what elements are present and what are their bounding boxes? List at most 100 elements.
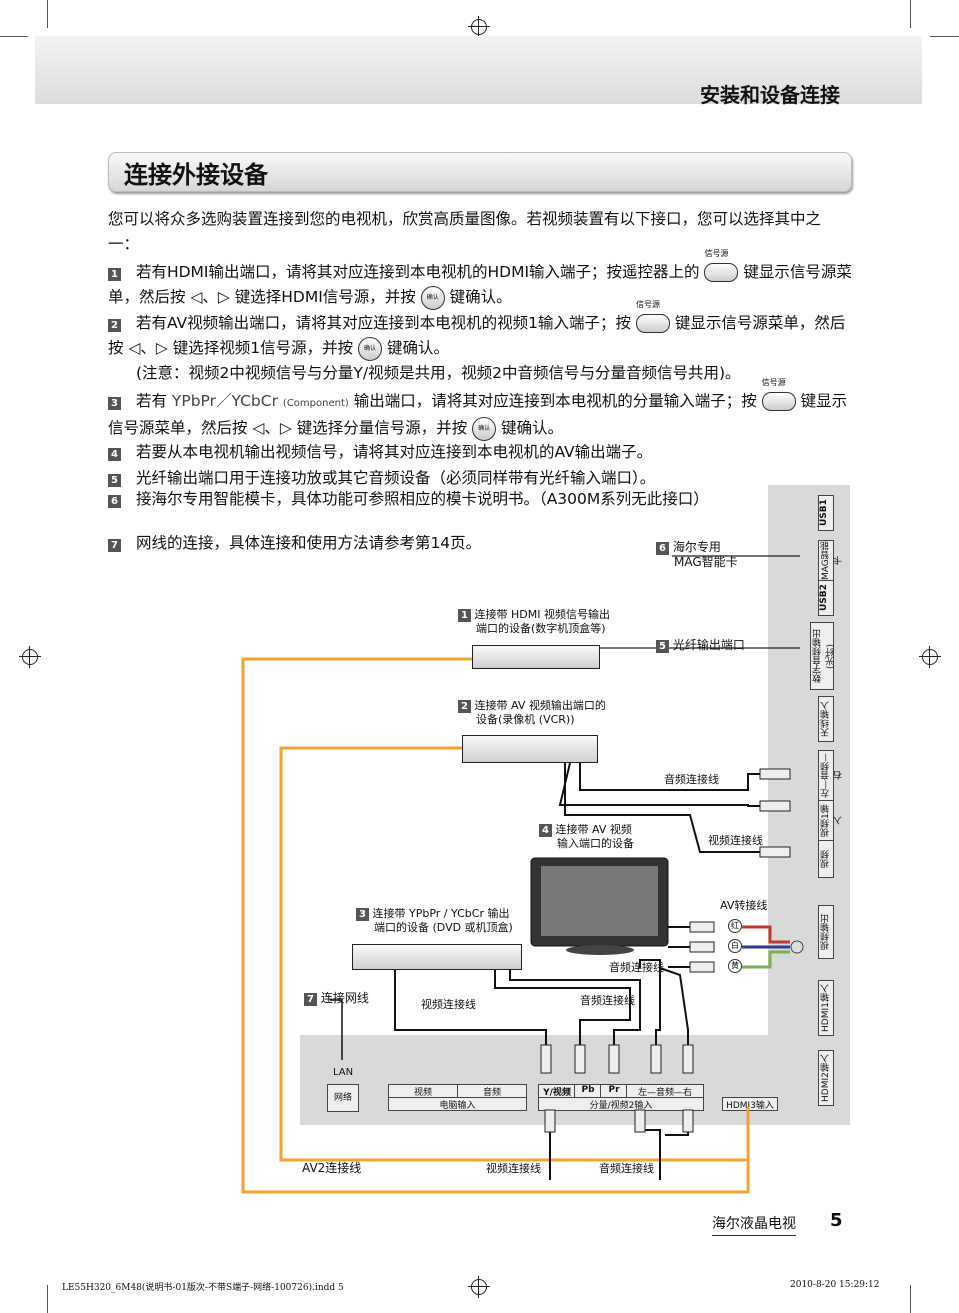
item-text: 光纤输出端口用于连接功放或其它音频设备（必须同样带有光纤输入端口）。 xyxy=(135,469,656,487)
audio-cable-label: 音频连接线 xyxy=(609,961,664,974)
av-cable-red xyxy=(742,925,790,944)
rca-plug-icon xyxy=(682,1109,694,1133)
dvd-player-icon xyxy=(352,944,522,970)
rca-plug-icon xyxy=(689,941,715,953)
title-bar xyxy=(108,152,852,192)
audio-cable-line xyxy=(579,763,760,791)
ok-button-icon: 确认 xyxy=(358,336,383,361)
crop-mark xyxy=(47,1285,48,1313)
caption-4: 4 连接带 AV 视频输入端口的设备 xyxy=(539,823,634,851)
rca-plug-icon xyxy=(540,1044,552,1074)
item-text: 若有HDMI输出端口，请将其对应连接到本电视机的HDMI输入端子；按遥控器上的 xyxy=(135,263,700,281)
rca-plug-icon xyxy=(689,961,715,973)
ok-button-icon: 确认 xyxy=(420,285,445,310)
item-text: 键选择视频1信号源，并按 xyxy=(172,339,354,357)
arrow-keys-icon: ◁、▷ xyxy=(128,339,168,357)
item-note: (注意：视频2中视频信号与分量Y/视频是共用，视频2中音频信号与分量音频信号共用… xyxy=(136,364,741,382)
registration-mark-icon xyxy=(468,1276,490,1298)
component-label: YPbPr／YCbCr xyxy=(171,392,278,410)
video-cable-line xyxy=(564,763,760,853)
rca-plug-icon xyxy=(650,1044,662,1074)
rca-plug-icon xyxy=(759,846,791,858)
crop-mark xyxy=(910,0,911,28)
yellow-marker: 黄 xyxy=(728,959,742,973)
pc-input-label: 电脑输入 xyxy=(388,1097,527,1111)
item-number: 7 xyxy=(108,539,121,552)
list-item: 6 接海尔专用智能模卡，具体功能可参照相应的模卡说明书。（A300M系列无此接口… xyxy=(108,488,748,510)
item-text: 键选择分量信号源，并按 xyxy=(296,419,468,437)
caption-7: 7 连接网线 xyxy=(304,991,369,1006)
crop-mark xyxy=(910,1285,911,1313)
crop-mark xyxy=(47,0,48,28)
item-text: 若有AV视频输出端口，请将其对应连接到本电视机的视频1输入端子；按 xyxy=(135,314,632,332)
list-item: 4 若要从本电视机输出视频信号，请将其对应连接到本电视机的AV输出端子。 xyxy=(108,440,853,465)
arrow-keys-icon: ◁、▷ xyxy=(252,419,292,437)
registration-mark-icon xyxy=(19,646,41,668)
caption-2: 2 连接带 AV 视频输出端口的设备(录像机 (VCR)) xyxy=(458,699,606,727)
network-port: 网络 xyxy=(327,1084,359,1112)
item-number: 2 xyxy=(108,319,121,332)
tv-screen-icon xyxy=(541,866,658,936)
source-button-icon: 信号源 xyxy=(704,250,739,285)
tv-stand-icon xyxy=(566,945,634,955)
item-text: 接海尔专用智能模卡，具体功能可参照相应的模卡说明书。（A300M系列无此接口） xyxy=(135,490,709,508)
video-cable-label: 视频连接线 xyxy=(486,1162,541,1175)
item-number: 1 xyxy=(108,268,121,281)
list-item: 2 若有AV视频输出端口，请将其对应连接到本电视机的视频1输入端子；按 信号源 … xyxy=(108,301,853,386)
vcr-icon xyxy=(462,735,598,763)
av-cable-label: AV转接线 xyxy=(720,899,768,912)
rca-plug-icon xyxy=(689,921,715,933)
video-cable-label: 视频连接线 xyxy=(708,834,763,847)
rca-plug-icon xyxy=(759,768,791,780)
item-text: 键选择HDMI信号源，并按 xyxy=(234,288,416,306)
rca-plug-icon xyxy=(682,1044,694,1074)
caption-1: 1 连接带 HDMI 视频信号输出端口的设备(数字机顶盒等) xyxy=(458,608,610,636)
file-info: LE55H320_6M48(说明书-01版次-不带S端子-网络-100726).… xyxy=(62,1283,344,1293)
component-cable-line xyxy=(509,968,641,1045)
print-date: 2010-8-20 15:29:12 xyxy=(790,1280,880,1290)
section-title: 安装和设备连接 xyxy=(700,83,840,107)
list-item: 5 光纤输出端口用于连接功放或其它音频设备（必须同样带有光纤输入端口）。 xyxy=(108,466,853,491)
caption-5: 5 光纤输出端口 xyxy=(656,638,745,653)
item-text: 键显示信号源菜单，然后按 xyxy=(108,314,846,357)
rca-plug-icon xyxy=(574,1044,586,1074)
av-jack-icon xyxy=(790,940,804,954)
item-text: 若有 xyxy=(135,392,167,410)
page-title: 连接外接设备 xyxy=(124,161,268,189)
item-text: 键显示信号源菜单，然后按 xyxy=(108,263,852,306)
item-number: 6 xyxy=(108,495,121,508)
page-number: 5 xyxy=(830,1210,843,1231)
rca-plug-icon xyxy=(759,800,791,812)
red-marker: 红 xyxy=(728,919,742,933)
lan-label: LAN xyxy=(333,1067,354,1078)
crop-mark xyxy=(0,36,28,37)
av2-cable-label: AV2连接线 xyxy=(302,1161,362,1175)
intro-text: 您可以将众多选购装置连接到您的电视机，欣赏高质量图像。若视频装置有以下接口，您可… xyxy=(108,210,822,253)
audio-cable-line xyxy=(558,762,760,807)
component-input-label: 分量/视频2输入 xyxy=(538,1097,704,1111)
arrow-keys-icon: ◁、▷ xyxy=(190,288,230,306)
audio-cable-label: 音频连接线 xyxy=(664,773,719,786)
item-text: 键确认。 xyxy=(386,339,449,357)
lan-cable-line xyxy=(330,999,343,1060)
hdmi3-port-label: HDMI3输入 xyxy=(722,1097,778,1111)
ok-button-icon: 确认 xyxy=(472,416,497,441)
item-number: 3 xyxy=(108,397,121,410)
item-text: 键显示信号源菜单，然后按 xyxy=(108,392,848,437)
item-text: 输出端口，请将其对应连接到本电视机的分量输入端子；按 xyxy=(353,392,757,410)
audio-cable-line xyxy=(659,967,689,1045)
footer-brand: 海尔液晶电视 xyxy=(712,1213,796,1236)
component-note: (Component) xyxy=(282,398,349,409)
hdmi-cable-line xyxy=(279,746,748,1162)
item-text: 网线的连接，具体连接和使用方法请参考第14页。 xyxy=(135,534,482,552)
hdmi-cable-line xyxy=(241,657,750,1194)
registration-mark-icon xyxy=(919,646,941,668)
audio-cable-line xyxy=(639,959,661,1045)
registration-mark-icon xyxy=(468,16,490,38)
source-button-icon: 信号源 xyxy=(761,379,796,414)
header-band xyxy=(35,36,922,104)
component-cable-line xyxy=(494,968,631,1045)
list-item: 1 若有HDMI输出端口，请将其对应连接到本电视机的HDMI输入端子；按遥控器上… xyxy=(108,250,853,310)
crop-mark xyxy=(930,36,959,37)
